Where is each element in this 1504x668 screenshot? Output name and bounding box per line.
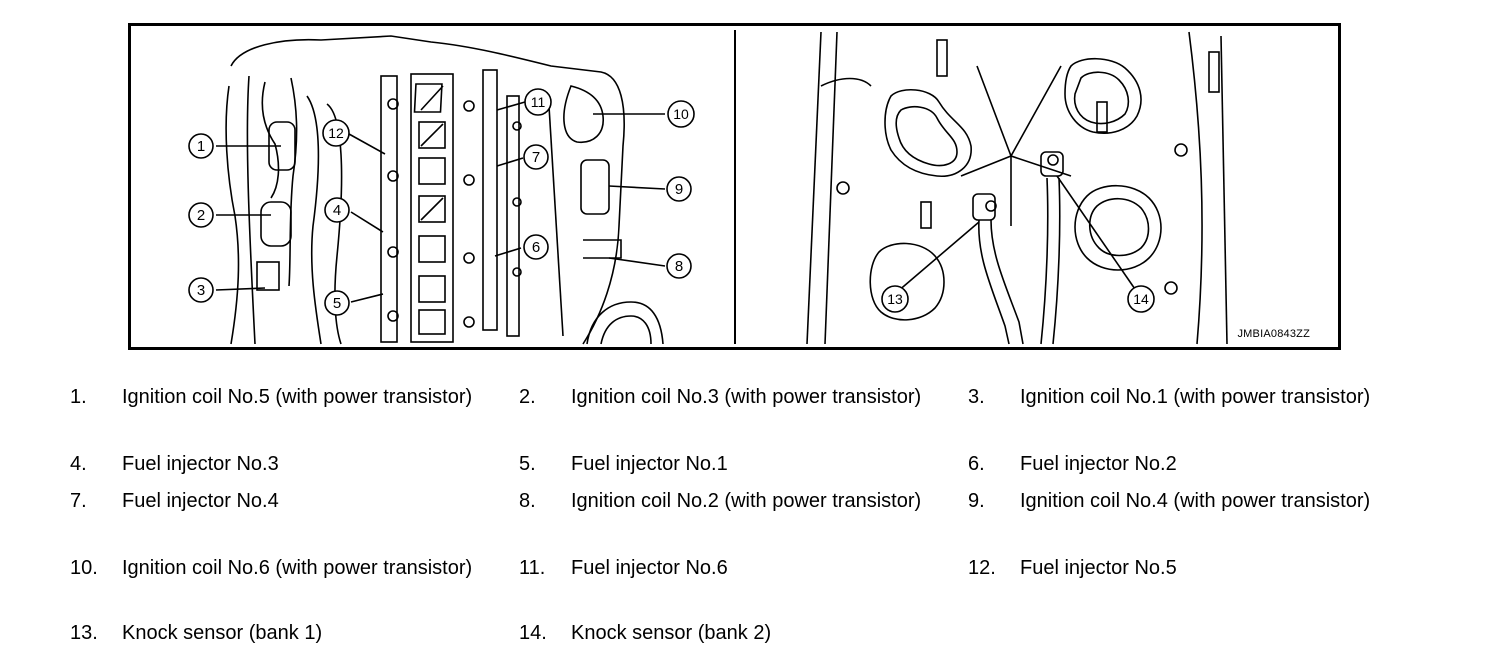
legend-text: Fuel injector No.5 <box>1020 557 1177 579</box>
legend-text: Fuel injector No.3 <box>122 453 279 475</box>
legend-text: Ignition coil No.3 (with power transisto… <box>571 386 922 408</box>
callout-1-label: 1 <box>197 138 205 155</box>
legend-text: Fuel injector No.2 <box>1020 453 1177 475</box>
legend-num: 14. <box>519 622 547 644</box>
callout-10: 10 <box>667 100 695 128</box>
callout-14: 14 <box>1127 285 1155 313</box>
right-view-drawing <box>806 31 1228 345</box>
callout-13: 13 <box>881 285 909 313</box>
callout-8-label: 8 <box>675 258 683 275</box>
callout-2: 2 <box>188 202 214 228</box>
callout-9-label: 9 <box>675 181 683 198</box>
callout-11: 11 <box>524 88 552 116</box>
legend-text: Ignition coil No.6 (with power transisto… <box>122 557 473 579</box>
callout-4: 4 <box>324 197 350 223</box>
callout-6: 6 <box>523 234 549 260</box>
callout-10-label: 10 <box>673 106 689 122</box>
callout-7: 7 <box>523 144 549 170</box>
legend-num: 12. <box>968 557 996 579</box>
legend-text: Knock sensor (bank 1) <box>122 622 323 644</box>
legend-text: Ignition coil No.5 (with power transisto… <box>122 386 473 408</box>
engine-line-drawing: 1 2 3 4 5 6 7 8 9 10 11 12 13 14 <box>188 30 1228 345</box>
legend-num: 6. <box>968 453 985 475</box>
callout-2-label: 2 <box>197 207 205 224</box>
callout-5: 5 <box>324 290 350 316</box>
callout-14-label: 14 <box>1133 291 1149 307</box>
legend-text: Ignition coil No.1 (with power transisto… <box>1020 386 1371 408</box>
legend-text: Fuel injector No.6 <box>571 557 728 579</box>
legend-num: 5. <box>519 453 536 475</box>
legend-num: 13. <box>70 622 98 644</box>
legend-text: Ignition coil No.4 (with power transisto… <box>1020 490 1371 512</box>
callout-3-label: 3 <box>197 282 205 299</box>
callout-4-label: 4 <box>333 202 341 219</box>
callout-9: 9 <box>666 176 692 202</box>
legend-num: 11. <box>519 557 546 579</box>
callout-6-label: 6 <box>532 239 540 256</box>
engine-component-figure: 1 2 3 4 5 6 7 8 9 10 11 12 13 14 JMBIA08… <box>128 23 1341 350</box>
legend-num: 9. <box>968 490 985 512</box>
callout-8: 8 <box>666 253 692 279</box>
callout-12: 12 <box>322 119 350 147</box>
legend-text: Ignition coil No.2 (with power transisto… <box>571 490 922 512</box>
callout-5-label: 5 <box>333 295 341 312</box>
callout-7-label: 7 <box>532 149 540 166</box>
legend-text: Knock sensor (bank 2) <box>571 622 772 644</box>
callout-12-label: 12 <box>328 125 344 141</box>
left-view-drawing <box>225 35 664 345</box>
legend-num: 4. <box>70 453 87 475</box>
callout-11-label: 11 <box>531 94 546 110</box>
callout-1: 1 <box>188 133 214 159</box>
legend-num: 3. <box>968 386 985 408</box>
legend-num: 1. <box>70 386 87 408</box>
legend-text: Fuel injector No.1 <box>571 453 728 475</box>
legend-num: 8. <box>519 490 536 512</box>
legend-num: 2. <box>519 386 536 408</box>
legend-num: 10. <box>70 557 98 579</box>
legend-num: 7. <box>70 490 87 512</box>
callout-3: 3 <box>188 277 214 303</box>
legend-text: Fuel injector No.4 <box>122 490 279 512</box>
callout-13-label: 13 <box>887 291 903 307</box>
figure-code: JMBIA0843ZZ <box>1237 328 1310 340</box>
